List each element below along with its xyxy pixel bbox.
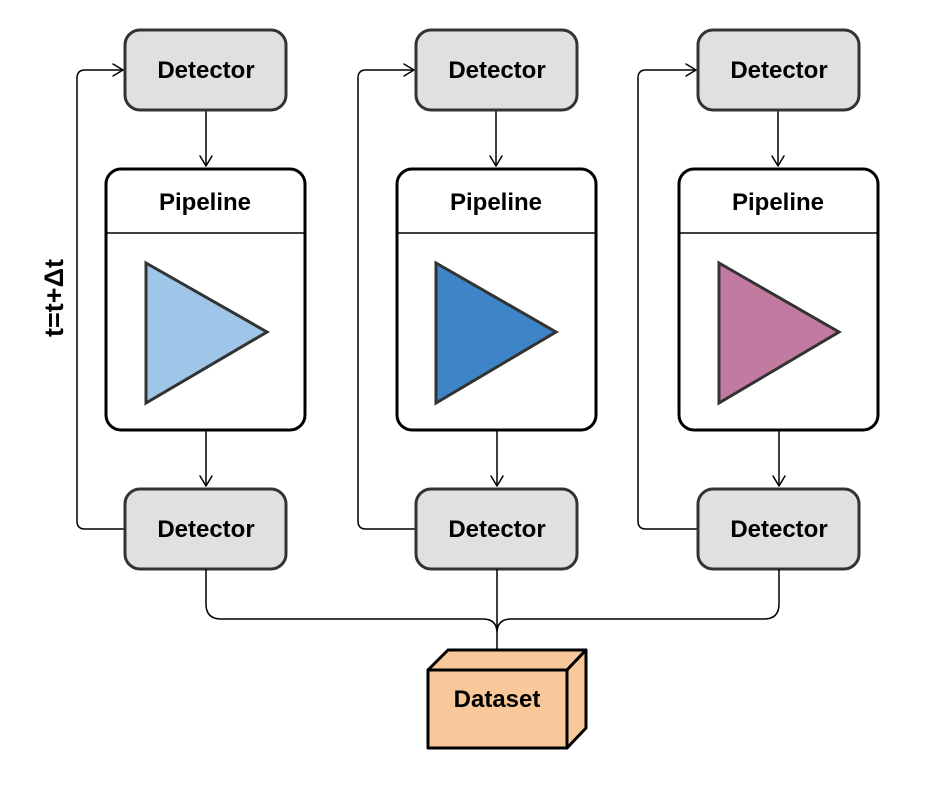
top-detector: Detector xyxy=(414,28,579,112)
top-detector-label: Detector xyxy=(448,57,545,84)
arrowhead xyxy=(199,155,213,167)
arrowhead xyxy=(685,63,697,77)
pipeline-block: Pipeline xyxy=(395,167,598,432)
feedback-loop-connector xyxy=(637,69,698,530)
pipeline-triangle xyxy=(717,260,842,406)
feedback-loop-connector xyxy=(357,69,416,530)
arrowhead xyxy=(199,475,213,487)
pipeline-title: Pipeline xyxy=(450,189,542,216)
pipeline-triangle xyxy=(144,260,270,406)
top-detector-label: Detector xyxy=(157,57,254,84)
column-2: Detector Pipeline Detector xyxy=(357,28,598,571)
bottom-detector: Detector xyxy=(123,487,288,571)
pipeline-block: Pipeline xyxy=(677,167,880,432)
dataset-side-face xyxy=(565,648,588,750)
arrowhead xyxy=(403,63,415,77)
pipeline-title: Pipeline xyxy=(159,189,251,216)
dataset-cube: Dataset xyxy=(426,648,588,750)
loop-label: t=t+Δt xyxy=(39,259,69,337)
arrowhead xyxy=(489,155,503,167)
arrowhead xyxy=(771,155,785,167)
arrowhead xyxy=(490,475,504,487)
dataset-label: Dataset xyxy=(454,686,541,713)
pipeline-title: Pipeline xyxy=(732,189,824,216)
column-1: Detector Pipeline Detector xyxy=(76,28,307,571)
arrowhead xyxy=(772,475,786,487)
bottom-detector: Detector xyxy=(696,487,861,571)
bottom-detector-label: Detector xyxy=(730,516,827,543)
merge-connector xyxy=(205,569,780,650)
column-3: Detector Pipeline Detector xyxy=(637,28,880,571)
pipeline-block: Pipeline xyxy=(104,167,307,432)
top-detector: Detector xyxy=(123,28,288,112)
feedback-loop-connector xyxy=(76,69,125,530)
top-detector-label: Detector xyxy=(730,57,827,84)
dataset-top-face xyxy=(426,648,588,672)
arrowhead xyxy=(112,63,124,77)
bottom-detector-label: Detector xyxy=(157,516,254,543)
bottom-detector-label: Detector xyxy=(448,516,545,543)
bottom-detector: Detector xyxy=(414,487,579,571)
pipeline-triangle xyxy=(434,260,559,406)
top-detector: Detector xyxy=(696,28,861,112)
